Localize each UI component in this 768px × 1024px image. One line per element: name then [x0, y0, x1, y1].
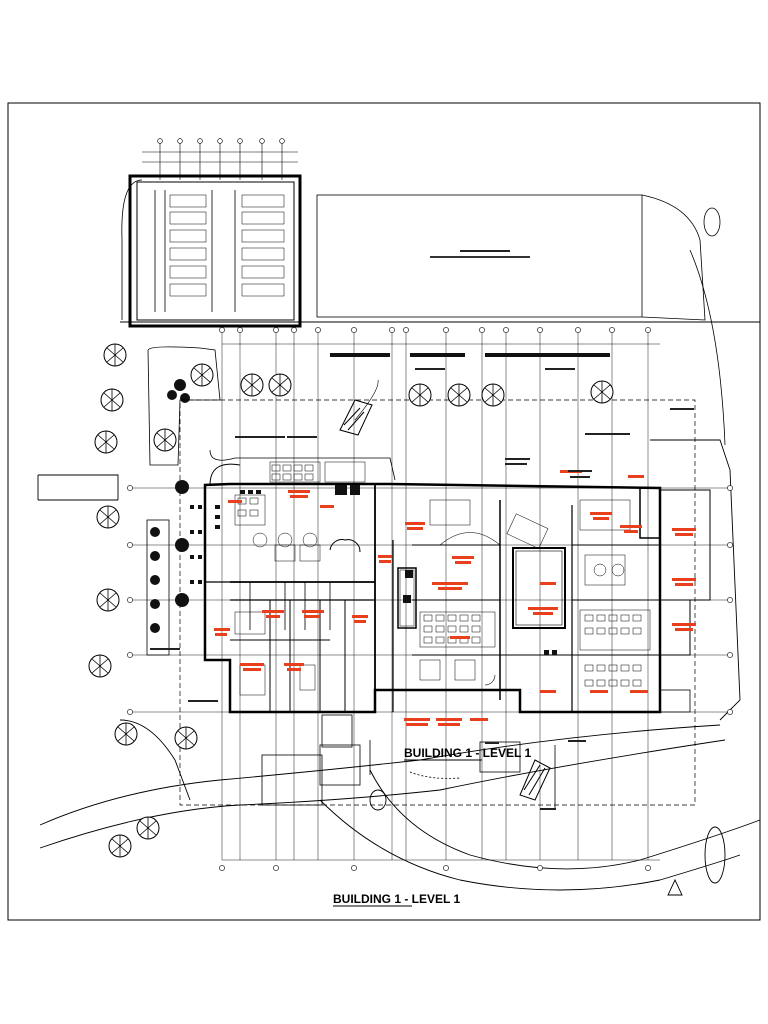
- tree-icon: [590, 380, 614, 404]
- tree-icon: [174, 726, 198, 750]
- stair-ramp: [339, 379, 551, 801]
- building-outline: [203, 463, 711, 714]
- sheet-border: [7, 102, 761, 921]
- drawing-title: BUILDING 1 - LEVEL 1: [333, 892, 460, 906]
- room-labels: [214, 470, 696, 726]
- tree-icon: [136, 816, 160, 840]
- tree-icon: [96, 505, 120, 529]
- tree-icon: [88, 654, 112, 678]
- tree-icon: [447, 383, 471, 407]
- annotations: [150, 250, 694, 810]
- inline-drawing-title: BUILDING 1 - LEVEL 1: [404, 746, 531, 760]
- tree-icon: [94, 430, 118, 454]
- loading-area: [316, 194, 726, 446]
- landscape-edges: [146, 346, 396, 656]
- tree-icon: [408, 383, 432, 407]
- trees: [88, 343, 614, 858]
- cafe-tables: [190, 485, 557, 655]
- parking-block: [121, 138, 302, 328]
- shrubs: [150, 379, 190, 633]
- tree-icon: [114, 722, 138, 746]
- furniture: [234, 461, 651, 696]
- tree-icon: [268, 373, 292, 397]
- canopy-bars: [330, 353, 610, 357]
- tree-icon: [96, 588, 120, 612]
- roads: [37, 321, 761, 896]
- tree-icon: [103, 343, 127, 367]
- grid-bubbles: [127, 327, 733, 871]
- structural-grid: [130, 330, 730, 861]
- tree-icon: [240, 373, 264, 397]
- tree-icon: [100, 388, 124, 412]
- tree-icon: [481, 383, 505, 407]
- tree-icon: [108, 834, 132, 858]
- tree-icon: [190, 363, 214, 387]
- lower-annex: [261, 689, 691, 810]
- tree-icon: [153, 428, 177, 452]
- site-boundary: [179, 399, 696, 806]
